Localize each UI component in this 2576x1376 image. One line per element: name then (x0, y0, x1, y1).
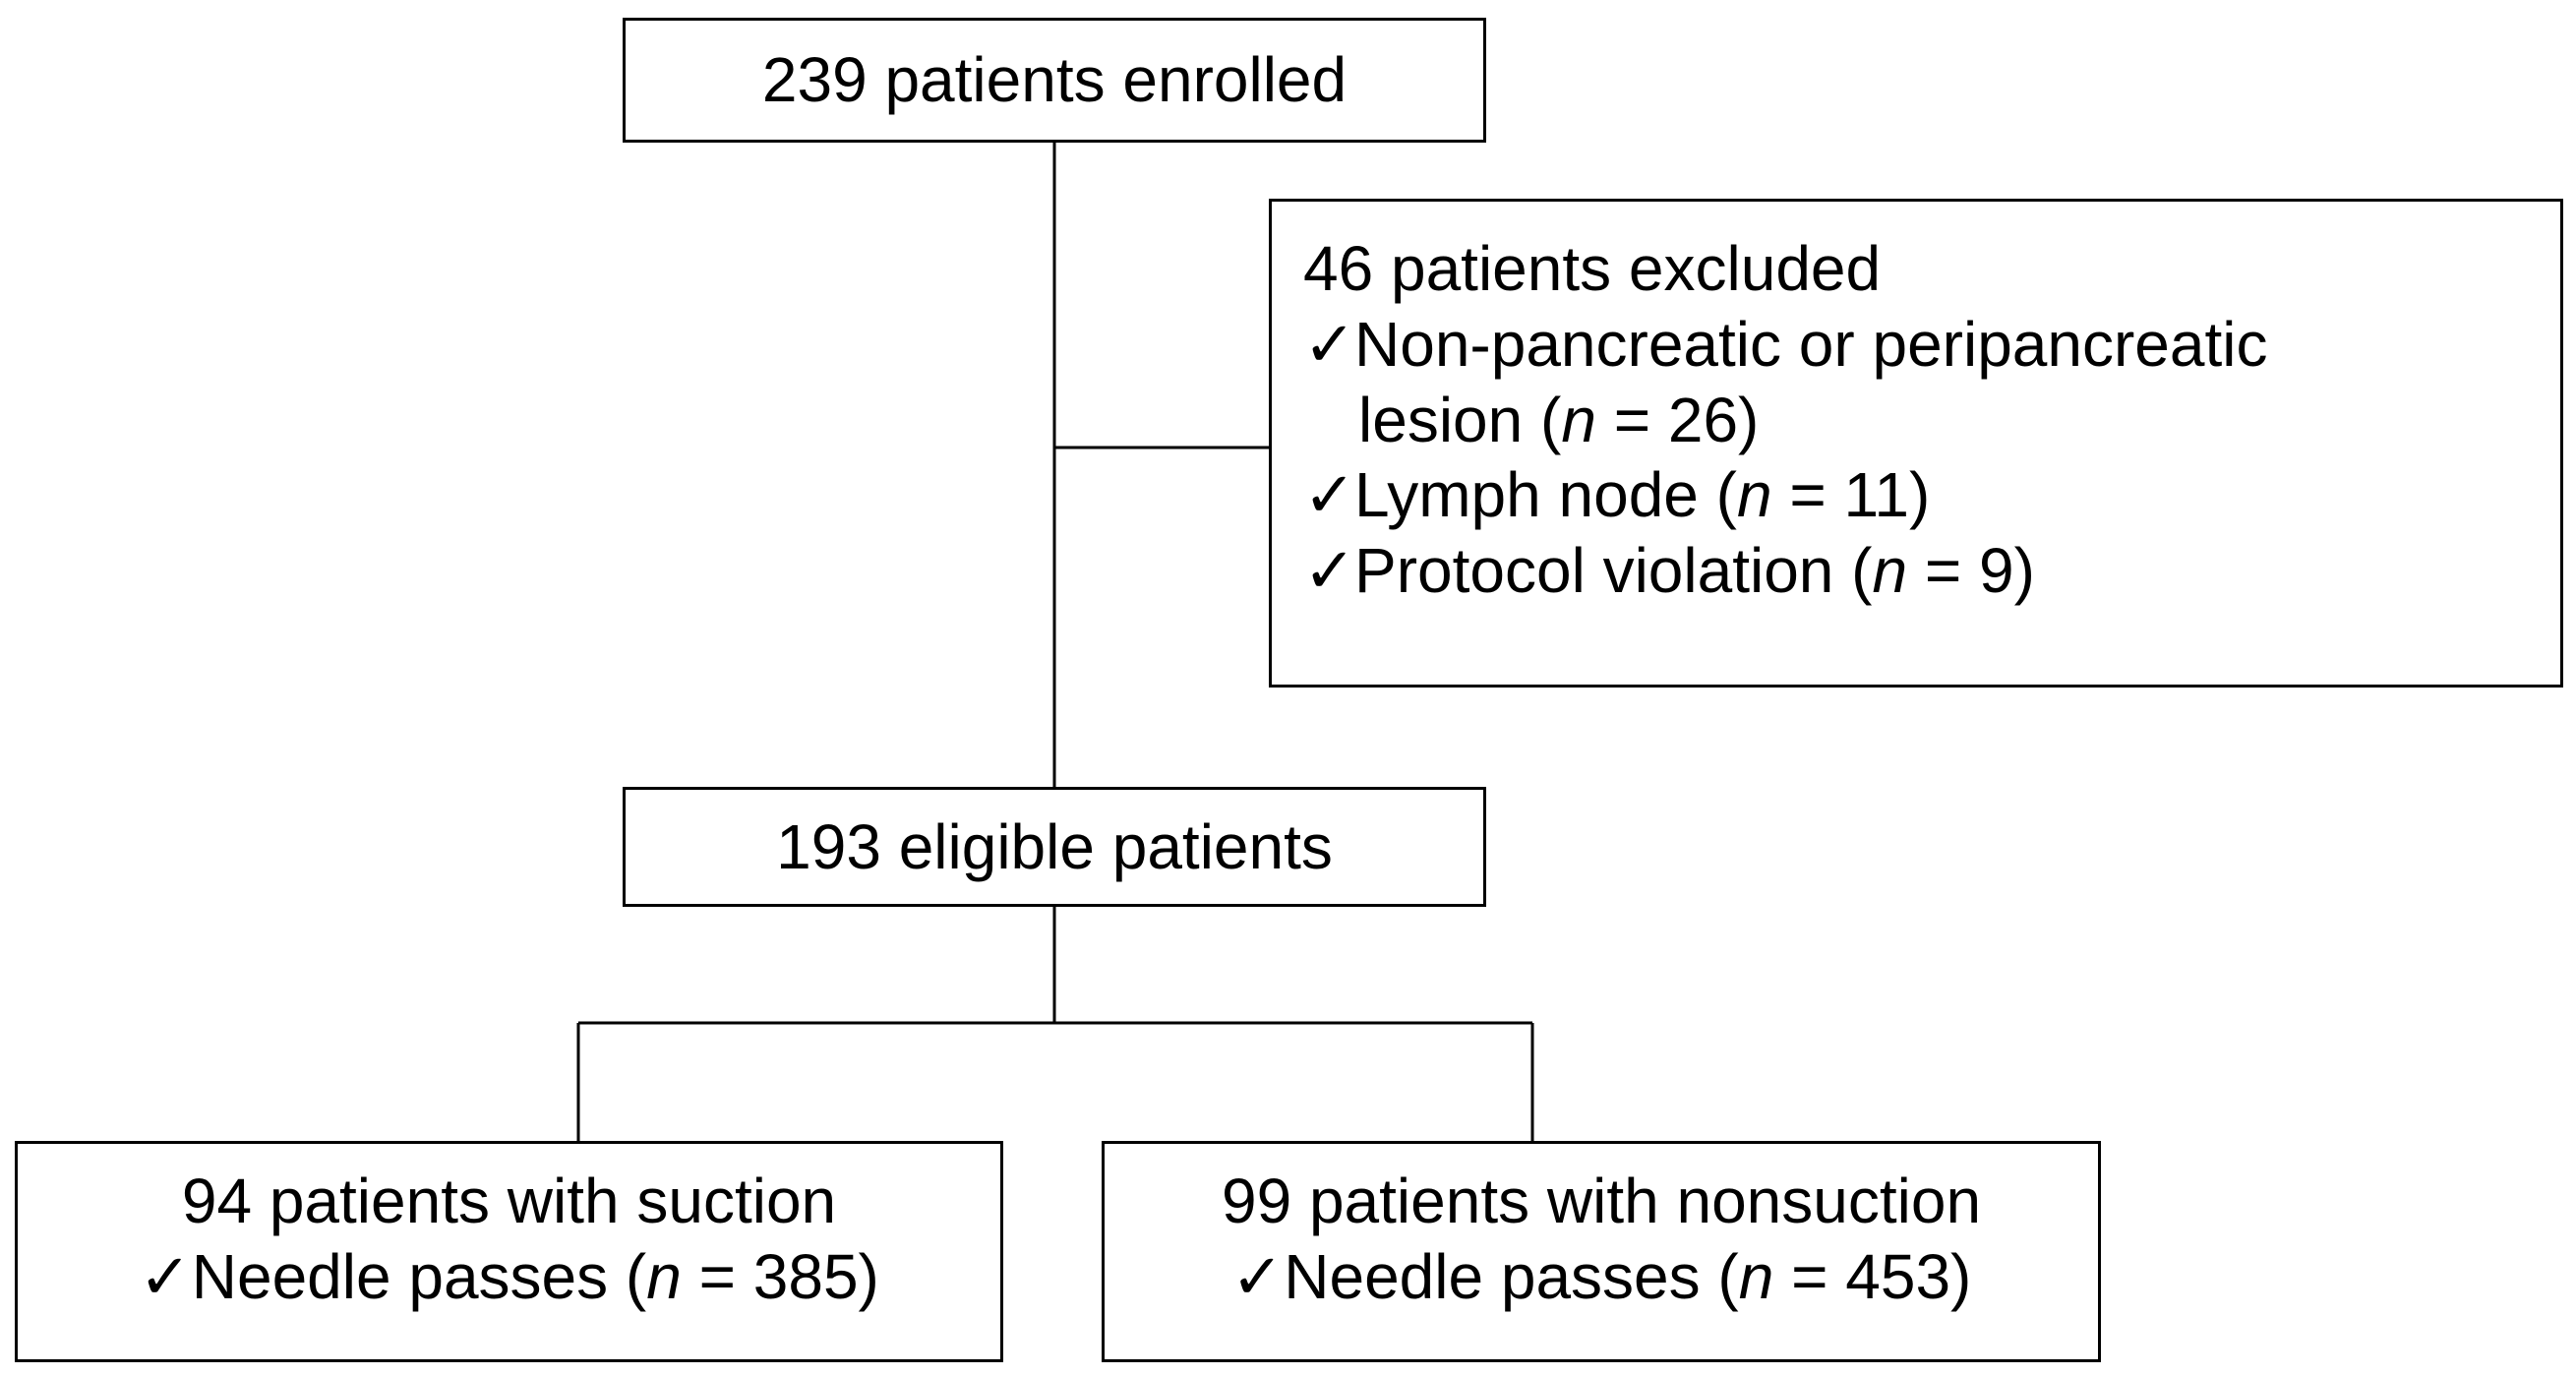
nonsuction-box: 99 patients with nonsuction ✓Needle pass… (1102, 1141, 2101, 1362)
excluded-item-lymph-node: ✓Lymph node (n = 11) (1303, 457, 2560, 533)
count-nonpancreatic: 26 (1667, 384, 1739, 455)
suction-needle-passes: ✓Needle passes (n = 385) (139, 1240, 879, 1312)
excluded-item-nonpancreatic: ✓Non-pancreatic or peripancreatic (1303, 307, 2560, 383)
count-lymph-node: 11 (1843, 459, 1909, 531)
suction-title: 94 patients with suction (181, 1166, 837, 1236)
nonsuction-needle-passes: ✓Needle passes (n = 453) (1230, 1240, 1972, 1312)
excluded-item-nonpancreatic-cont: lesion (n = 26) (1358, 384, 1760, 455)
enrolled-text: 239 patients enrolled (761, 44, 1348, 116)
suction-box: 94 patients with suction ✓Needle passes … (15, 1141, 1003, 1362)
count-suction-passes: 385 (752, 1240, 859, 1312)
count-nonsuction-passes: 453 (1845, 1240, 1951, 1312)
excluded-box: 46 patients excluded ✓Non-pancreatic or … (1269, 199, 2563, 688)
count-protocol-violation: 9 (1979, 535, 2014, 607)
checkmark-icon: ✓ (1230, 1240, 1285, 1312)
excluded-item-protocol-violation: ✓Protocol violation (n = 9) (1303, 533, 2560, 609)
enrolled-box: 239 patients enrolled (623, 18, 1486, 143)
excluded-title: 46 patients excluded (1303, 233, 1882, 304)
checkmark-icon: ✓ (1303, 308, 1356, 380)
checkmark-icon: ✓ (1303, 535, 1356, 607)
checkmark-icon: ✓ (139, 1240, 192, 1312)
nonsuction-title: 99 patients with nonsuction (1221, 1166, 1982, 1236)
checkmark-icon: ✓ (1303, 459, 1356, 531)
eligible-box: 193 eligible patients (623, 787, 1486, 907)
eligible-text: 193 eligible patients (776, 810, 1333, 882)
